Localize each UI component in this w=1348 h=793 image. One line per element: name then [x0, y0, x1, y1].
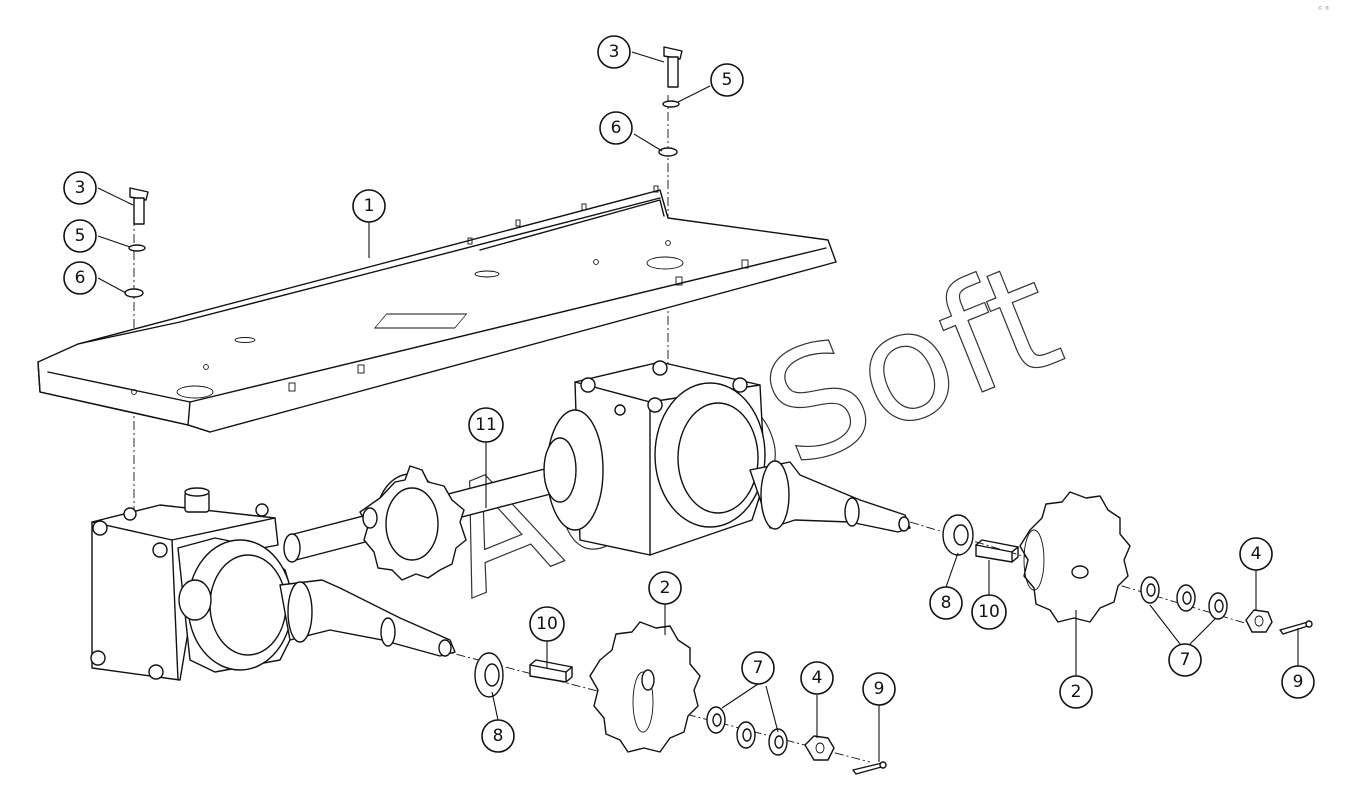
- svg-text:2: 2: [660, 578, 671, 598]
- right-bolt-stack: [658, 46, 683, 157]
- callout-part-4-right: 4: [1239, 537, 1273, 571]
- svg-text:9: 9: [874, 679, 885, 699]
- callout-part-4-left: 4: [800, 661, 834, 695]
- left-gearbox: [90, 487, 301, 681]
- callout-part-2-right: 2: [1059, 675, 1093, 709]
- svg-text:3: 3: [75, 178, 86, 198]
- svg-text:7: 7: [753, 658, 764, 678]
- right-cotter-pin: [1279, 620, 1313, 635]
- left-spacer: [474, 652, 504, 698]
- callout-part-9-right: 9: [1281, 665, 1315, 699]
- right-key: [975, 539, 1019, 563]
- callout-part-10-left: 10: [529, 606, 565, 642]
- svg-text:3: 3: [609, 42, 620, 62]
- svg-text:8: 8: [493, 726, 504, 746]
- svg-text:9: 9: [1293, 672, 1304, 692]
- right-output-shaft: [749, 460, 911, 533]
- corner-mark: © ®: [1318, 5, 1330, 12]
- callout-part-7-left: 7: [741, 651, 775, 685]
- callout-part-11: 11: [468, 407, 504, 443]
- right-spacer: [942, 514, 974, 556]
- left-castle-nut: [804, 735, 835, 761]
- svg-text:6: 6: [611, 118, 622, 138]
- svg-text:10: 10: [978, 602, 1000, 622]
- svg-text:2: 2: [1071, 682, 1082, 702]
- callout-part-6-right: 6: [599, 111, 633, 145]
- svg-text:4: 4: [1251, 544, 1262, 564]
- svg-text:11: 11: [475, 415, 497, 435]
- callout-part-9-left: 9: [862, 672, 896, 706]
- callout-part-8-left: 8: [481, 719, 515, 753]
- svg-text:7: 7: [1180, 650, 1191, 670]
- svg-text:6: 6: [75, 268, 86, 288]
- callouts: 1 2 2 3 3 4 4 5: [63, 35, 1315, 753]
- callout-part-6-left: 6: [63, 261, 97, 295]
- cross-shaft: [283, 464, 567, 581]
- callout-part-5-right: 5: [710, 63, 744, 97]
- callout-part-7-right: 7: [1168, 643, 1202, 677]
- left-output-shaft: [279, 579, 456, 657]
- callout-part-2-left: 2: [648, 571, 682, 605]
- leader-lines: [97, 51, 1299, 762]
- callout-part-5-left: 5: [63, 219, 97, 253]
- callout-part-3-left: 3: [63, 171, 97, 205]
- callout-part-10-right: 10: [971, 594, 1007, 630]
- callout-part-1: 1: [352, 189, 386, 223]
- svg-text:5: 5: [722, 70, 733, 90]
- callout-part-3-right: 3: [597, 35, 631, 69]
- mounting-plate: [37, 185, 837, 433]
- right-castle-nut: [1245, 609, 1273, 633]
- right-sprocket: [1019, 491, 1131, 623]
- svg-text:10: 10: [536, 614, 558, 634]
- left-washers: [706, 706, 788, 756]
- svg-text:1: 1: [364, 196, 375, 216]
- svg-text:8: 8: [941, 593, 952, 613]
- right-gearbox: [543, 360, 766, 556]
- svg-text:5: 5: [75, 226, 86, 246]
- callout-part-8-right: 8: [929, 586, 963, 620]
- left-key: [529, 659, 573, 683]
- svg-text:4: 4: [812, 668, 823, 688]
- left-bolt-stack: [124, 187, 149, 298]
- left-sprocket: [589, 621, 701, 753]
- right-washers: [1140, 576, 1228, 620]
- left-cotter-pin: [852, 761, 887, 775]
